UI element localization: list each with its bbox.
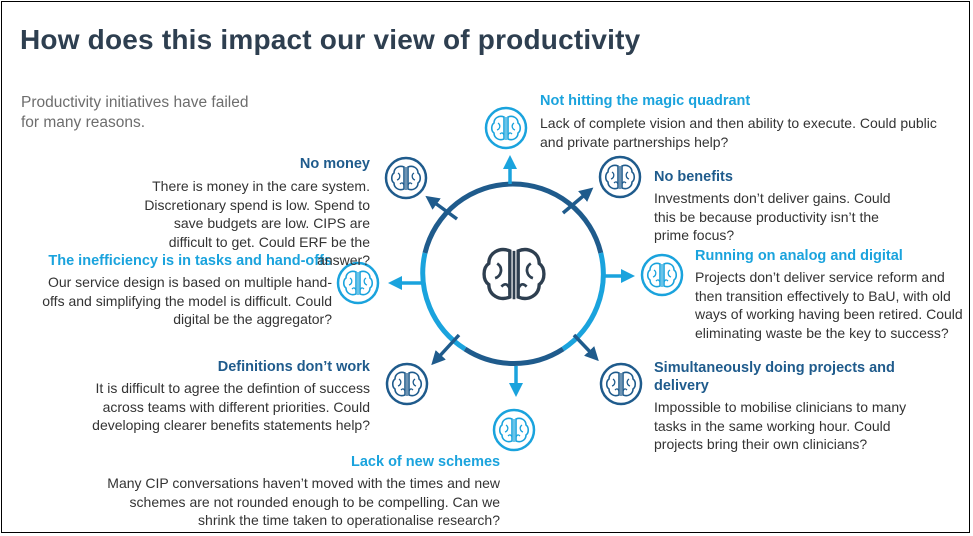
slide-title: How does this impact our view of product… (20, 24, 641, 55)
item-body-inefficiency: Our service design is based on multiple … (42, 274, 332, 327)
item-body-no-money: There is money in the care system. Discr… (144, 178, 370, 268)
brain-icon (385, 362, 429, 406)
item-heading-analog-digital: Running on analog and digital (695, 248, 903, 264)
item-body-new-schemes: Many CIP conversations haven’t moved wit… (107, 475, 500, 528)
brain-icon (384, 156, 428, 200)
arrows (388, 155, 635, 397)
brain-icon (640, 253, 684, 297)
intro-text: Productivity initiatives have failed for… (21, 94, 249, 131)
item-heading-new-schemes: Lack of new schemes (351, 454, 501, 470)
item-body-magic-quadrant: Lack of complete vision and then ability… (540, 115, 937, 150)
item-heading-projects-delivery: Simultaneously doing projects and delive… (654, 360, 895, 394)
item-body-no-benefits: Investments don’t deliver gains. Could t… (654, 190, 891, 243)
item-heading-definitions: Definitions don’t work (217, 359, 370, 375)
brain-icon (599, 362, 643, 406)
item-body-definitions: It is difficult to agree the defintion o… (92, 380, 370, 433)
item-heading-no-money: No money (299, 156, 370, 172)
brain-icon (336, 261, 380, 305)
item-heading-magic-quadrant: Not hitting the magic quadrant (540, 93, 751, 109)
item-body-analog-digital: Projects don’t deliver service reform an… (695, 269, 963, 341)
item-heading-no-benefits: No benefits (654, 169, 733, 185)
central-ring (420, 181, 606, 367)
brain-icon (484, 106, 528, 150)
brain-icon (598, 155, 642, 199)
brain-icon (482, 247, 546, 301)
item-heading-inefficiency: The inefficiency is in tasks and hand-of… (48, 253, 332, 269)
brain-icon (492, 408, 536, 452)
item-body-projects-delivery: Impossible to mobilise clinicians to man… (654, 399, 907, 452)
